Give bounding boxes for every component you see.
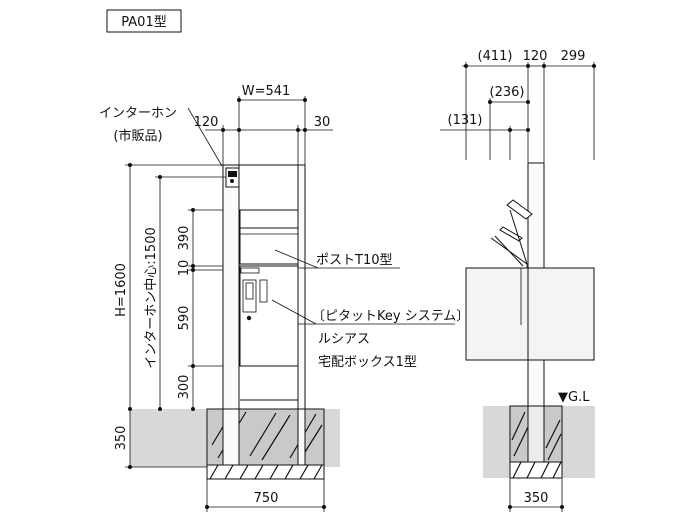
side-dim-131-group: (131): [440, 113, 530, 160]
side-base-dimension: 350: [508, 478, 564, 512]
side-gravel-hatch: [512, 461, 562, 479]
side-dim-236-group: (236): [488, 85, 530, 160]
depth-label: 350: [114, 426, 129, 451]
depth-dimension: 350: [114, 409, 207, 469]
right-offset-label: 30: [314, 115, 331, 130]
post-t10: [239, 209, 299, 265]
dim-300: 300: [177, 375, 192, 400]
box-label-line1: 〔ピタットKey システム〕: [312, 309, 469, 324]
side-top-dimensions: (411) 120 299: [462, 49, 596, 163]
front-gravel: [206, 464, 325, 480]
side-footing-hatch: [511, 411, 562, 461]
side-base-label: 350: [524, 491, 549, 506]
intercom-center-label: インターホン中心:1500: [144, 227, 159, 368]
right-post: [297, 164, 306, 410]
front-base-dimension: 750: [205, 479, 326, 512]
open-lids: [490, 199, 533, 268]
width-dimension: W=541: [237, 84, 307, 165]
offset-dimensions: 120 30: [194, 115, 333, 165]
model-tag: PA01型: [106, 9, 182, 33]
side-dim-236: (236): [490, 85, 525, 100]
side-box: [465, 267, 595, 361]
front-base-label: 750: [254, 491, 279, 506]
stack-dimensions: 390 10 590 300: [177, 208, 223, 411]
gl-label: ▼G.L: [558, 390, 590, 405]
intercom-sub-label: (市販品): [113, 128, 162, 144]
intercom-label: インターホン: [99, 106, 177, 121]
dim-590: 590: [177, 306, 192, 331]
side-dim-120: 120: [523, 49, 548, 64]
right-post-embedded: [297, 408, 306, 466]
left-post-embedded: [222, 408, 240, 466]
side-post-embedded: [527, 405, 545, 463]
intercom-center-dimension: インターホン中心:1500: [144, 175, 226, 411]
height-dimension: H=1600: [114, 163, 223, 411]
left-post: [222, 164, 240, 410]
dim-390: 390: [177, 226, 192, 251]
delivery-box: [239, 265, 299, 401]
intercom-unit: [225, 167, 240, 188]
width-label: W=541: [242, 84, 291, 99]
height-label: H=1600: [114, 263, 129, 317]
side-dim-299: 299: [561, 49, 586, 64]
left-offset-label: 120: [194, 115, 219, 130]
side-dim-411: (411): [478, 49, 513, 64]
post-t10-label: ポストT10型: [316, 253, 392, 268]
box-label-line2: ルシアス: [318, 332, 370, 347]
dim-10: 10: [177, 260, 192, 277]
front-view: インターホン (市販品) W=541 120 30: [99, 84, 469, 512]
side-dim-131: (131): [448, 113, 483, 128]
front-gravel-hatch: [209, 464, 323, 480]
box-label-line3: 宅配ボックス1型: [318, 355, 417, 370]
side-view: (411) 120 299 (236) (131) ▼G.L 35: [440, 49, 596, 512]
model-tag-text: PA01型: [121, 15, 166, 30]
